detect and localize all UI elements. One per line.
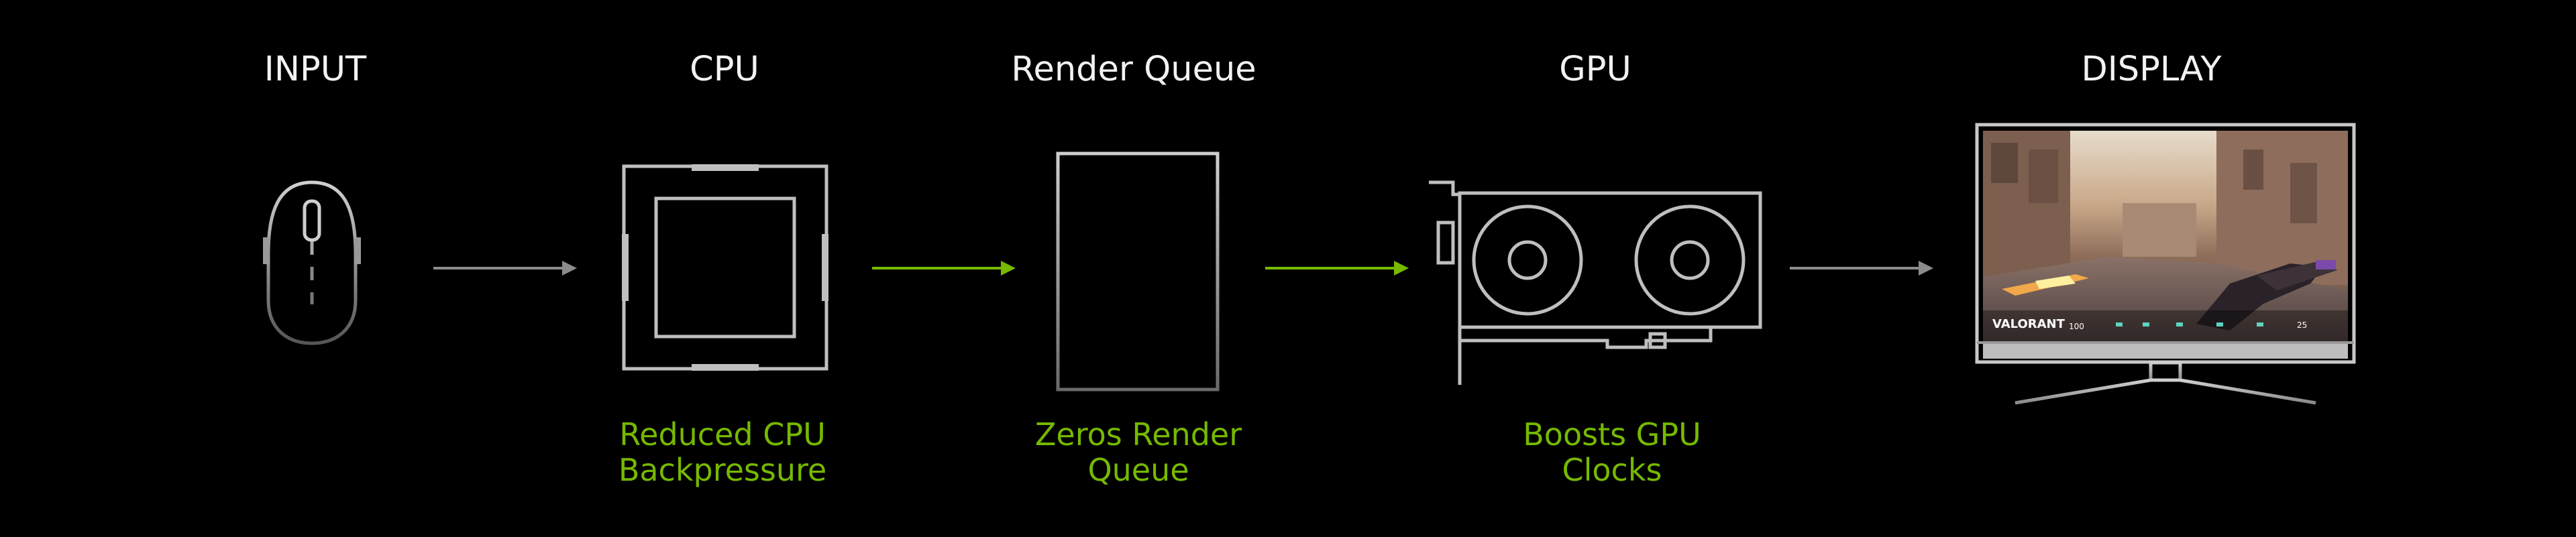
stage-label-render-queue: Render Queue — [1011, 50, 1256, 89]
hud-ammo: 25 — [2297, 320, 2307, 330]
arrow-cpu-to-render-queue — [872, 261, 1016, 276]
monitor-icon: VALORANT 100 25 — [1975, 123, 2356, 405]
hud-health: 100 — [2069, 322, 2084, 331]
gpu-icon — [1429, 180, 1762, 385]
arrow-render-queue-to-gpu — [1265, 261, 1409, 276]
stage-label-cpu: CPU — [690, 50, 759, 89]
mouse-icon — [263, 180, 361, 345]
stage-label-input: INPUT — [264, 50, 367, 89]
render-queue-icon — [1056, 152, 1220, 392]
stage-note-gpu: Boosts GPU Clocks — [1523, 416, 1701, 488]
stage-note-cpu: Reduced CPU Backpressure — [618, 416, 827, 488]
stage-label-gpu: GPU — [1559, 50, 1631, 89]
cpu-icon — [622, 164, 828, 371]
game-screenshot: VALORANT 100 25 — [1983, 131, 2348, 344]
arrow-gpu-to-display — [1790, 261, 1933, 276]
stage-label-display: DISPLAY — [2081, 50, 2222, 89]
arrow-input-to-cpu — [433, 261, 577, 276]
stage-note-render-queue: Zeros Render Queue — [1034, 416, 1242, 488]
game-logo: VALORANT — [1992, 317, 2065, 331]
